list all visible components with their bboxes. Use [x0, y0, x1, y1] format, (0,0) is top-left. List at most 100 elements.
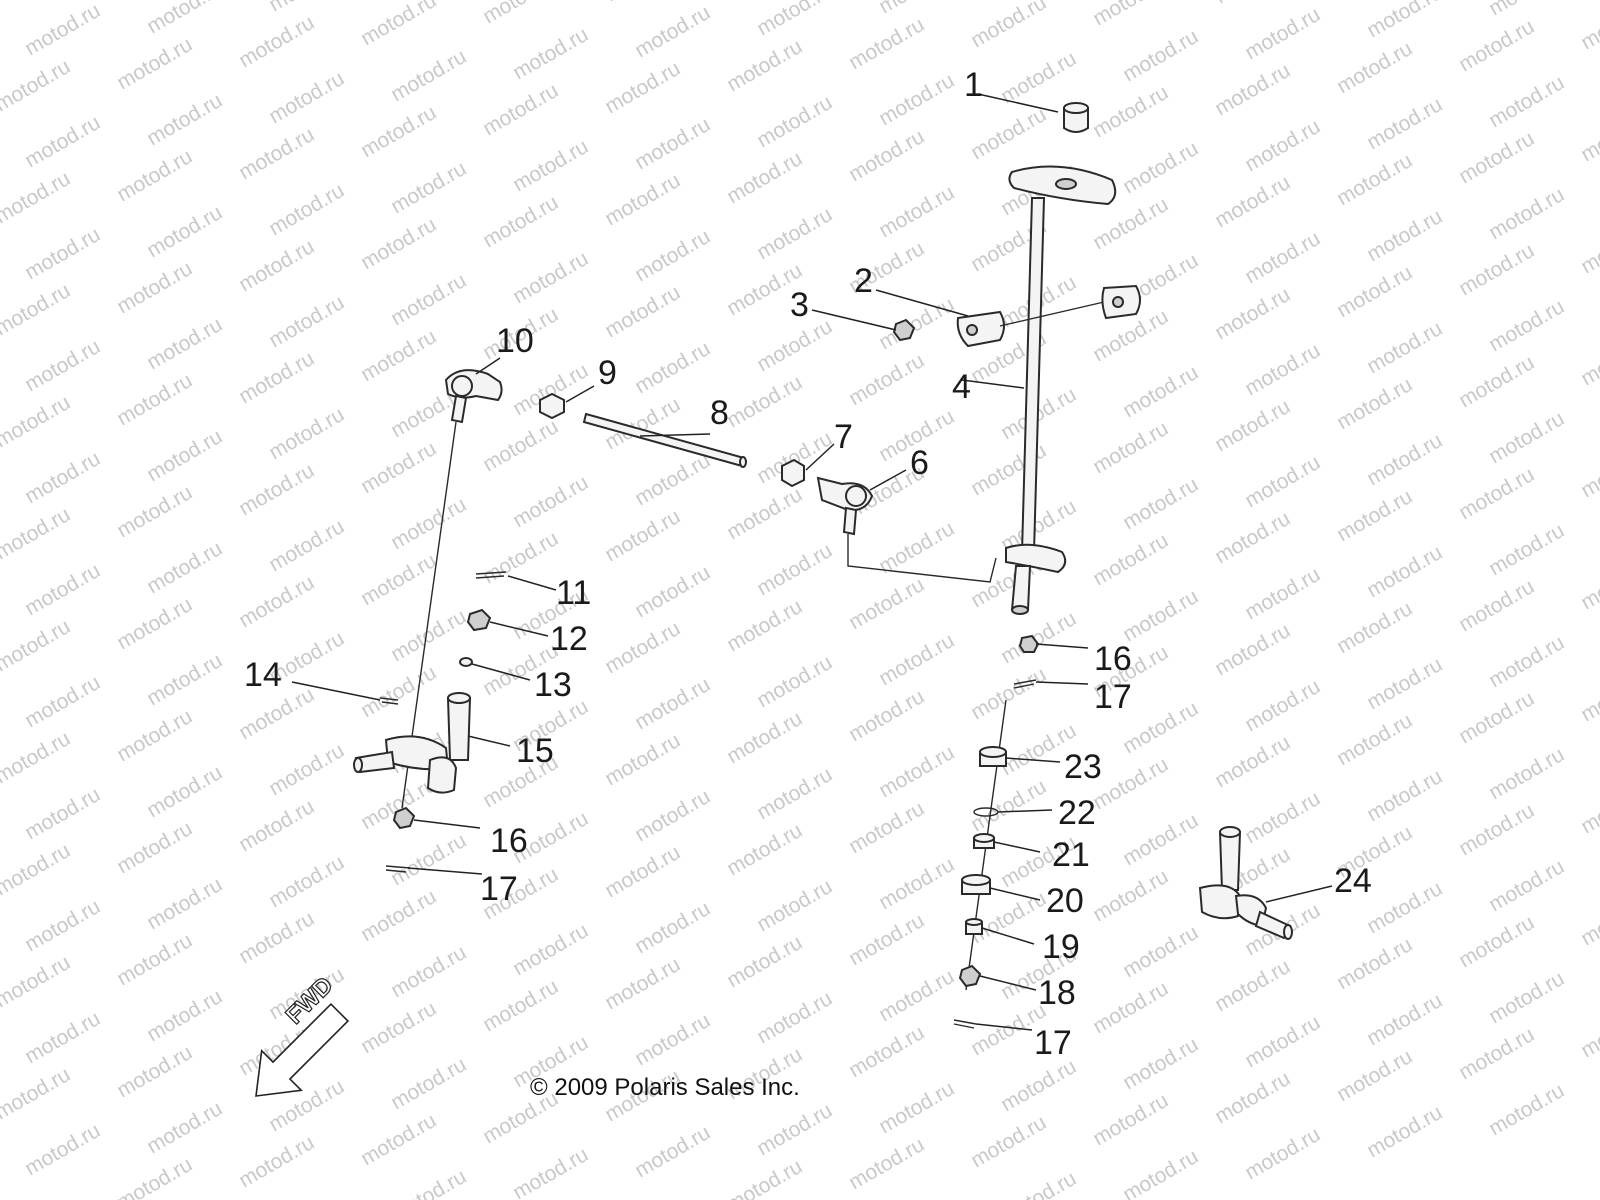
watermark-text: motod.ru	[1119, 137, 1202, 198]
watermark-text: motod.ru	[265, 179, 348, 240]
part-4-steering-post	[1005, 165, 1117, 615]
watermark-text: motod.ru	[875, 853, 958, 914]
watermark-text: motod.ru	[1211, 1067, 1294, 1128]
watermark-text: motod.ru	[1577, 217, 1600, 278]
part-7-jam-nut	[781, 458, 805, 488]
watermark-text: motod.ru	[1119, 473, 1202, 534]
watermark-text: motod.ru	[753, 539, 836, 600]
watermark-text: motod.ru	[0, 0, 74, 4]
watermark-text: motod.ru	[0, 55, 74, 116]
watermark-text: motod.ru	[479, 79, 562, 140]
watermark-text: motod.ru	[631, 1, 714, 62]
callout-22: 22	[1058, 794, 1096, 832]
callout-2: 2	[854, 262, 873, 300]
watermark-text: motod.ru	[1211, 955, 1294, 1016]
watermark-text: motod.ru	[967, 663, 1050, 724]
callout-17-left: 17	[480, 870, 518, 908]
watermark-text: motod.ru	[113, 369, 196, 430]
watermark-text: motod.ru	[143, 649, 226, 710]
watermark-text: motod.ru	[1241, 787, 1324, 848]
callout-12: 12	[550, 620, 588, 658]
watermark-text: motod.ru	[509, 1143, 592, 1200]
watermark-text: motod.ru	[997, 47, 1080, 108]
watermark-text: motod.ru	[0, 615, 74, 676]
watermark-text: motod.ru	[1211, 731, 1294, 792]
watermark-text: motod.ru	[875, 69, 958, 130]
watermark-text: motod.ru	[997, 1167, 1080, 1200]
watermark-text: motod.ru	[509, 23, 592, 84]
watermark-text: motod.ru	[601, 57, 684, 118]
watermark-text: motod.ru	[753, 91, 836, 152]
watermark-text: motod.ru	[1211, 171, 1294, 232]
part-6-tie-rod-end	[816, 476, 997, 583]
watermark-text: motod.ru	[967, 0, 1050, 52]
callout-8: 8	[710, 394, 729, 432]
callout-17-right-lower: 17	[1034, 1024, 1072, 1062]
watermark-text: motod.ru	[753, 203, 836, 264]
leader-lines	[291, 93, 1333, 1031]
watermark-text: motod.ru	[845, 909, 928, 970]
callout-24: 24	[1334, 862, 1372, 900]
watermark-text: motod.ru	[1577, 441, 1600, 502]
watermark-text: motod.ru	[1363, 541, 1446, 602]
part-17-cotter-pin-right-lower	[953, 1019, 977, 1029]
callout-17-right-upper: 17	[1094, 678, 1132, 716]
watermark-text: motod.ru	[357, 0, 440, 50]
watermark-text: motod.ru	[1363, 93, 1446, 154]
watermark-text: motod.ru	[1485, 967, 1568, 1028]
watermark-text: motod.ru	[1455, 351, 1538, 412]
watermark-text: motod.ru	[723, 483, 806, 544]
watermark-text: motod.ru	[601, 281, 684, 342]
watermark-text: motod.ru	[1241, 3, 1324, 64]
watermark-text: motod.ru	[997, 1055, 1080, 1116]
watermark-text: motod.ru	[601, 505, 684, 566]
watermark-text: motod.ru	[1333, 261, 1416, 322]
watermark-text: motod.ru	[967, 775, 1050, 836]
watermark-text: motod.ru	[1241, 339, 1324, 400]
watermark-text: motod.ru	[631, 561, 714, 622]
callout-labels: 1 2 3 4 6 7 8 9 10 11 12 13 14 15 16 17 …	[244, 66, 1372, 1062]
watermark-text: motod.ru	[601, 0, 684, 6]
watermark-text: motod.ru	[0, 279, 74, 340]
watermark-text: motod.ru	[113, 1153, 196, 1200]
watermark-text: motod.ru	[0, 167, 74, 228]
watermark-text: motod.ru	[1211, 283, 1294, 344]
watermark-text: motod.ru	[357, 661, 440, 722]
watermark-text: motod.ru	[631, 785, 714, 846]
part-17-cotter-pin-left	[385, 865, 411, 873]
watermark-text: motod.ru	[1363, 765, 1446, 826]
part-16-nut-right	[1018, 634, 1040, 653]
watermark-text: motod.ru	[387, 157, 470, 218]
watermark-text: motod.ru	[631, 673, 714, 734]
watermark-text: motod.ru	[1485, 1079, 1568, 1140]
callout-23: 23	[1064, 748, 1102, 786]
watermark-text: motod.ru	[387, 45, 470, 106]
watermark-text: motod.ru	[723, 35, 806, 96]
callout-19: 19	[1042, 928, 1080, 966]
watermark-text: motod.ru	[113, 705, 196, 766]
watermark-text: motod.ru	[753, 763, 836, 824]
watermark-text: motod.ru	[1577, 1001, 1600, 1062]
watermark-text: motod.ru	[631, 897, 714, 958]
part-12-castle-nut	[466, 608, 492, 632]
callout-9: 9	[598, 354, 617, 392]
watermark-text: motod.ru	[1333, 485, 1416, 546]
watermark-text: motod.ru	[235, 795, 318, 856]
watermark-text: motod.ru	[1363, 1101, 1446, 1162]
callout-18: 18	[1038, 974, 1076, 1012]
watermark-text: motod.ru	[631, 1009, 714, 1070]
watermark-text: motod.ru	[143, 0, 226, 38]
watermark-text: motod.ru	[1119, 361, 1202, 422]
watermark-text: motod.ru	[509, 135, 592, 196]
watermark-text: motod.ru	[265, 739, 348, 800]
watermark-text: motod.ru	[1211, 507, 1294, 568]
watermark-text: motod.ru	[1577, 889, 1600, 950]
watermark-text: motod.ru	[1363, 653, 1446, 714]
watermark-text: motod.ru	[1363, 0, 1446, 42]
watermark-text: motod.ru	[265, 291, 348, 352]
watermark-text: motod.ru	[21, 447, 104, 508]
part-18-nut	[958, 964, 982, 988]
watermark-text: motod.ru	[387, 1165, 470, 1200]
watermark-text: motod.ru	[601, 841, 684, 902]
